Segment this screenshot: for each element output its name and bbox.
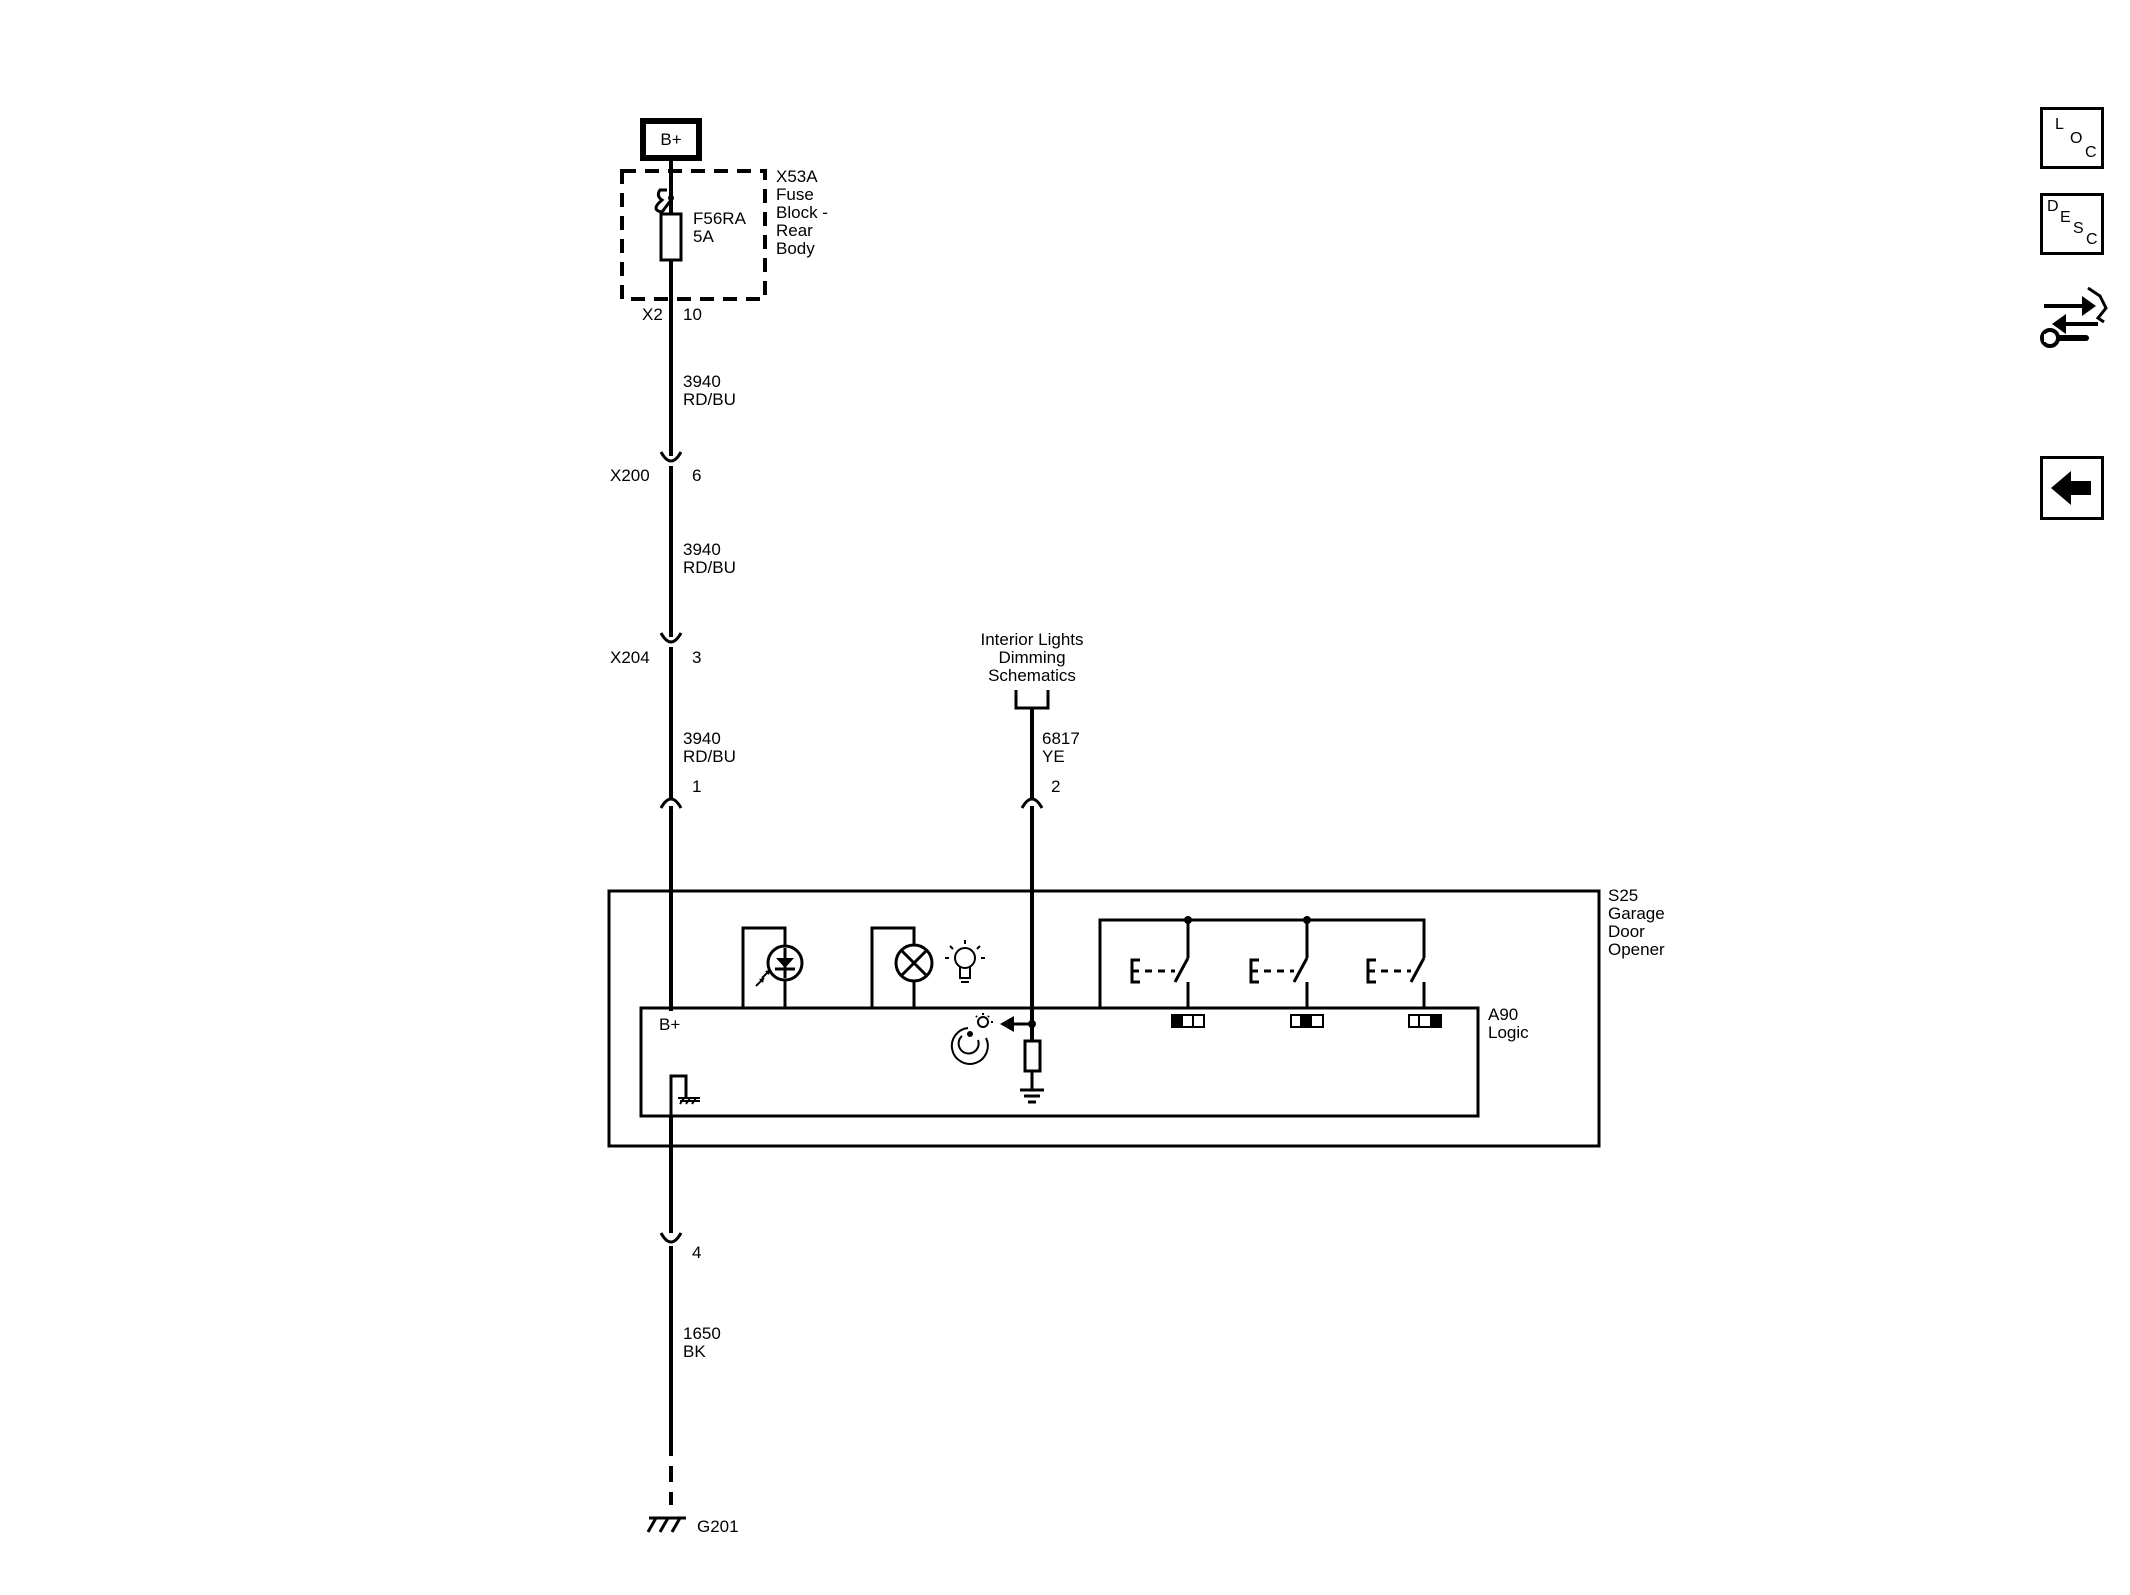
switch-1-indicator-icon [1171, 1014, 1205, 1028]
dimming-ref-3: Schematics [988, 666, 1076, 685]
resistor-icon [1023, 1039, 1042, 1073]
ground-g201-icon [646, 1516, 686, 1533]
switch-1-icon [1130, 957, 1190, 1008]
description-button[interactable]: D E S C [2040, 193, 2104, 255]
dimming-ref-2: Dimming [998, 648, 1065, 667]
switch-3-icon [1366, 957, 1426, 1008]
dimming-arrow-icon [1000, 1016, 1014, 1032]
lamp-icon [870, 926, 934, 1008]
fuse-block-name-3: Block - [776, 203, 828, 222]
wire-circuit-5: 1650 [683, 1324, 721, 1343]
module-pin-1-label: 1 [692, 777, 701, 796]
module-pin-4-symbol [659, 1232, 683, 1244]
fuse-block-pin: 10 [683, 305, 702, 324]
wire-circuit-1: 3940 [683, 372, 721, 391]
device-name-2: Garage [1608, 904, 1665, 923]
module-pin-1-symbol [659, 797, 683, 809]
chassis-ground-icon [1020, 1088, 1044, 1104]
wire-circuit-2: 3940 [683, 540, 721, 559]
wire-circuit-3: 3940 [683, 729, 721, 748]
swap-wrench-icon [2040, 286, 2108, 348]
connector-x200-name: X200 [610, 466, 650, 485]
power-label: B+ [660, 130, 681, 149]
fuse-block: F56RA 5A X53A Fuse Block - Rear Body X2 … [620, 158, 828, 440]
fuse-block-name-5: Body [776, 239, 815, 258]
logic-module: A90 Logic B+ [639, 916, 1529, 1118]
power-wire: 3940 RD/BU X200 6 3940 RD/BU X204 3 3940… [610, 372, 736, 1011]
switch-3-indicator-icon [1408, 1014, 1442, 1028]
led-indicator-icon [741, 926, 804, 1008]
desc-letter-e: E [2060, 209, 2071, 226]
fuse-block-connector: X2 [642, 305, 663, 324]
loc-letter-c: C [2085, 144, 2097, 161]
fuse-label-2: 5A [693, 227, 714, 246]
wire-color-1: RD/BU [683, 390, 736, 409]
ground-wire: 4 1650 BK G201 [646, 1116, 739, 1536]
logic-name-2: Logic [1488, 1023, 1529, 1042]
fuse-label-1: F56RA [693, 209, 747, 228]
desc-letter-s: S [2073, 220, 2084, 237]
wire-color-5: BK [683, 1342, 706, 1361]
wire-color-4: YE [1042, 747, 1065, 766]
fuse-block-name-4: Rear [776, 221, 813, 240]
module-pin-2-label: 2 [1051, 777, 1060, 796]
back-button[interactable] [2040, 456, 2104, 520]
battery-power-source: B+ [640, 118, 702, 161]
switch-2-icon [1249, 957, 1309, 1008]
back-arrow-icon [2051, 471, 2091, 505]
wire-color-3: RD/BU [683, 747, 736, 766]
garage-door-opener-module: S25 Garage Door Opener [607, 886, 1665, 1148]
connector-x204-symbol [659, 632, 683, 644]
ground-label: G201 [697, 1517, 739, 1536]
device-name-4: Opener [1608, 940, 1665, 959]
light-bulb-icon [945, 940, 985, 983]
location-button[interactable]: L O C [2040, 107, 2104, 169]
wire-color-2: RD/BU [683, 558, 736, 577]
desc-letter-c: C [2086, 231, 2098, 248]
connector-x204-pin: 3 [692, 648, 701, 667]
logic-bplus-label: B+ [659, 1015, 680, 1034]
dimming-input-icon [950, 1013, 993, 1065]
swap-wrench-button[interactable] [2036, 278, 2112, 354]
dimming-wire: Interior Lights Dimming Schematics 6817 … [981, 630, 1084, 1041]
connector-x204-name: X204 [610, 648, 650, 667]
dimming-ref-1: Interior Lights [981, 630, 1084, 649]
switch-bus [1098, 916, 1426, 1008]
fuse-block-name-1: X53A [776, 167, 818, 186]
device-name-3: Door [1608, 922, 1645, 941]
connector-x200-pin: 6 [692, 466, 701, 485]
desc-letter-d: D [2047, 198, 2059, 215]
module-pin-4-label: 4 [692, 1243, 701, 1262]
loc-letter-l: L [2055, 116, 2064, 133]
device-name-1: S25 [1608, 886, 1638, 905]
wire-circuit-4: 6817 [1042, 729, 1080, 748]
logic-name-1: A90 [1488, 1005, 1518, 1024]
module-pin-2-symbol [1020, 797, 1044, 809]
fuse-block-name-2: Fuse [776, 185, 814, 204]
loc-letter-o: O [2070, 130, 2083, 147]
fuse-icon [659, 212, 683, 262]
connector-x200-symbol [659, 451, 683, 463]
switch-2-indicator-icon [1290, 1014, 1324, 1028]
